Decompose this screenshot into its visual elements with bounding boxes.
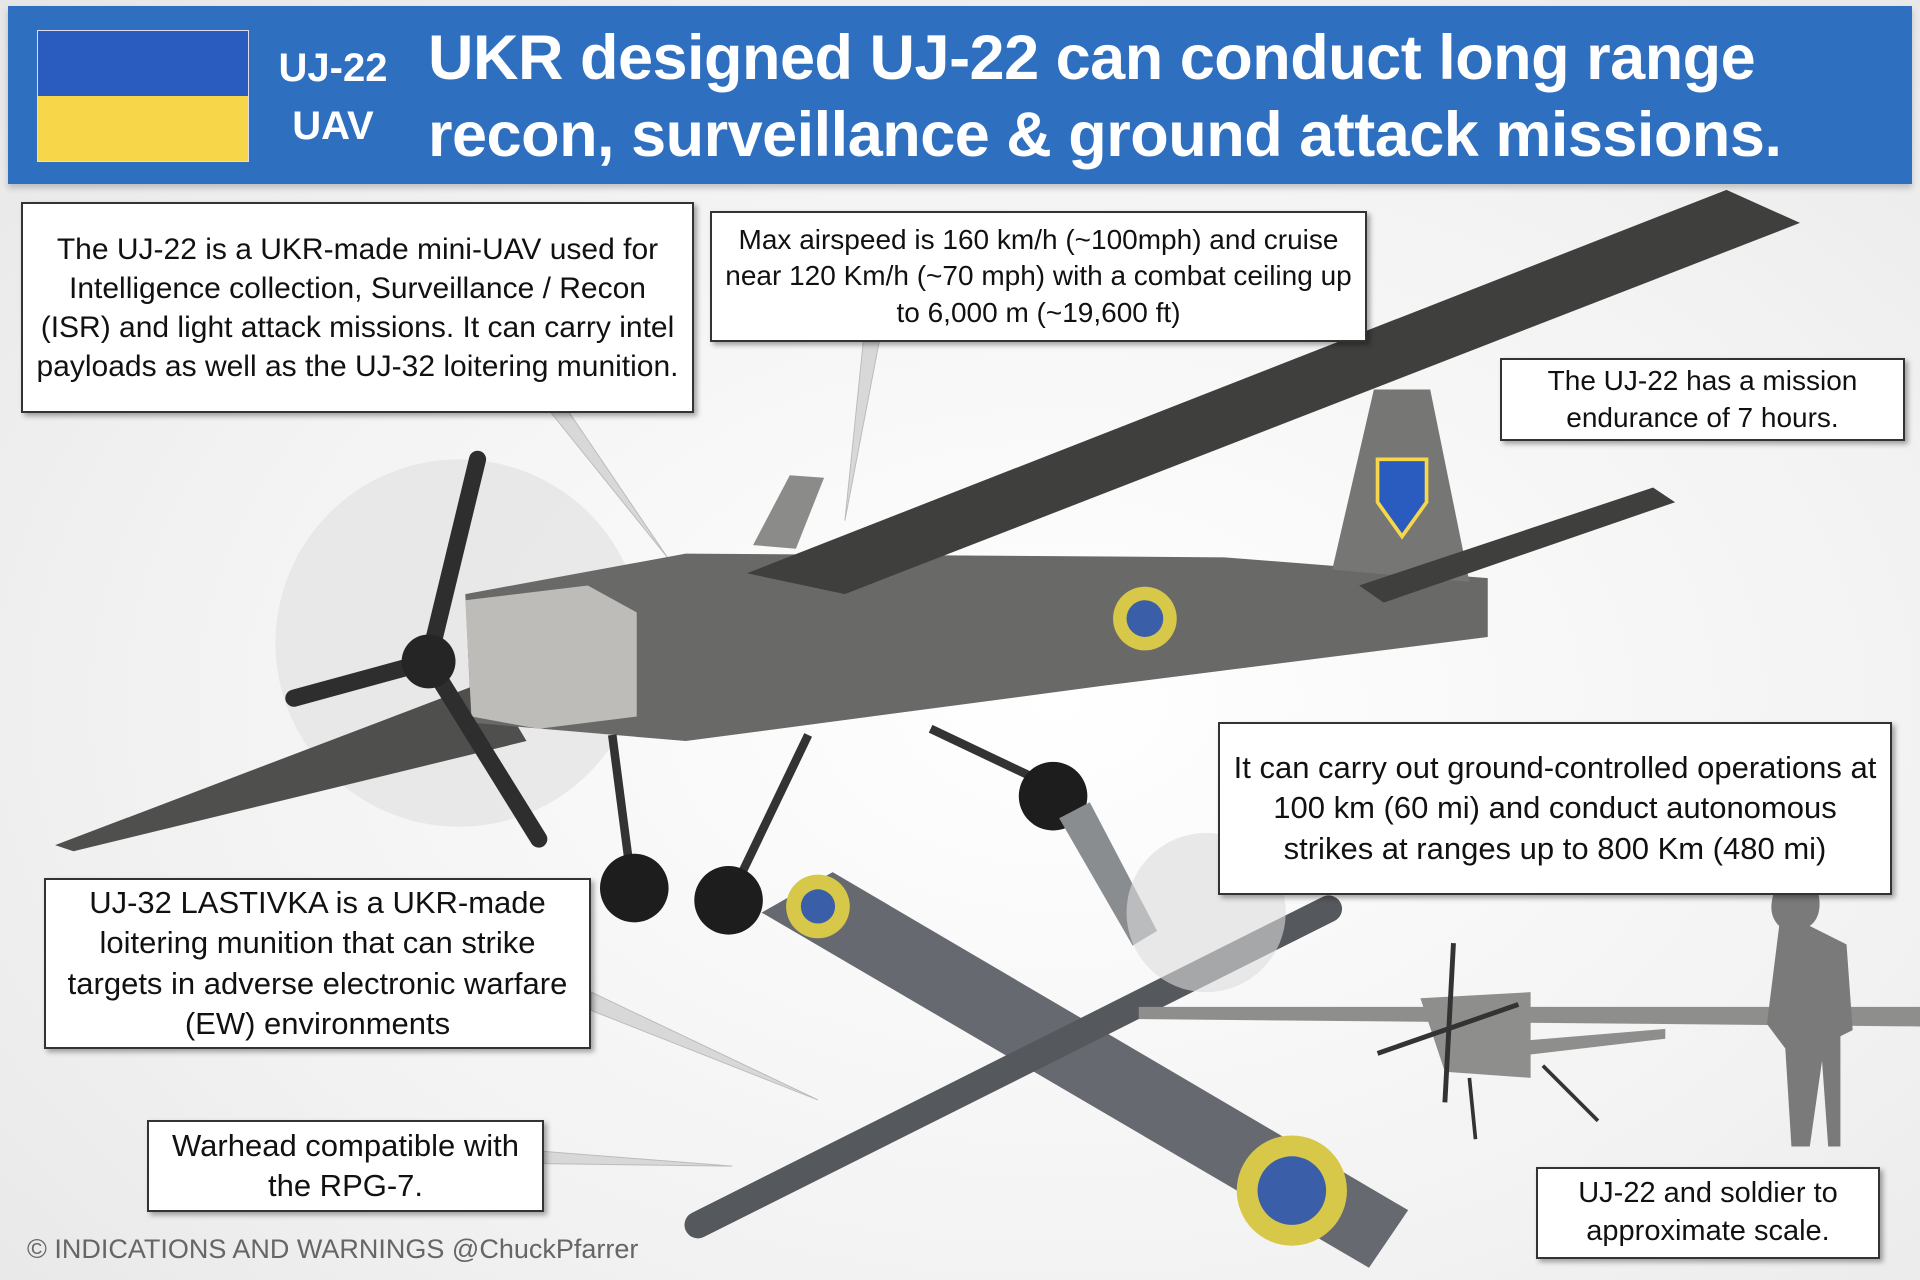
callout-lastivka: UJ-32 LASTIVKA is a UKR-made loitering m… xyxy=(44,878,591,1049)
callout-pointers xyxy=(543,341,880,1167)
badge-uav: UAV xyxy=(292,104,374,148)
page-title: UKR designed UJ-22 can conduct long rang… xyxy=(428,20,1782,174)
horizontal-tail xyxy=(1359,487,1676,603)
left-wing xyxy=(55,679,527,852)
callout-scale: UJ-22 and soldier to approximate scale. xyxy=(1536,1167,1880,1259)
ukraine-flag-icon xyxy=(37,30,249,162)
landing-gear xyxy=(607,724,1049,890)
callout-endurance: The UJ-22 has a mission endurance of 7 h… xyxy=(1500,358,1905,441)
badge-uj22: UJ-22 xyxy=(278,46,388,90)
wheel xyxy=(694,865,763,935)
uj32-lastivka-munition xyxy=(684,802,1409,1268)
title-line-2: recon, surveillance & ground attack miss… xyxy=(428,100,1782,170)
uj22-main-drone xyxy=(55,189,1801,935)
antenna-fin xyxy=(753,475,825,549)
callout-overview: The UJ-22 is a UKR-made mini-UAV used fo… xyxy=(21,202,694,413)
trident-emblem-icon xyxy=(1375,457,1429,540)
copyright-credit: © INDICATIONS AND WARNINGS @ChuckPfarrer xyxy=(27,1234,639,1264)
callout-speed: Max airspeed is 160 km/h (~100mph) and c… xyxy=(710,211,1367,342)
callout-warhead: Warhead compatible with the RPG-7. xyxy=(147,1120,544,1212)
wheel xyxy=(600,853,669,923)
fuselage xyxy=(465,553,1488,742)
header-banner: UJ-22 UAV UKR designed UJ-22 can conduct… xyxy=(8,6,1912,184)
soldier-silhouette xyxy=(1766,879,1853,1147)
title-line-1: UKR designed UJ-22 can conduct long rang… xyxy=(428,23,1756,93)
uj22-scale-drone xyxy=(1138,943,1920,1140)
callout-range: It can carry out ground-controlled opera… xyxy=(1218,722,1892,895)
right-wing xyxy=(746,189,1801,595)
cowling xyxy=(465,585,637,729)
